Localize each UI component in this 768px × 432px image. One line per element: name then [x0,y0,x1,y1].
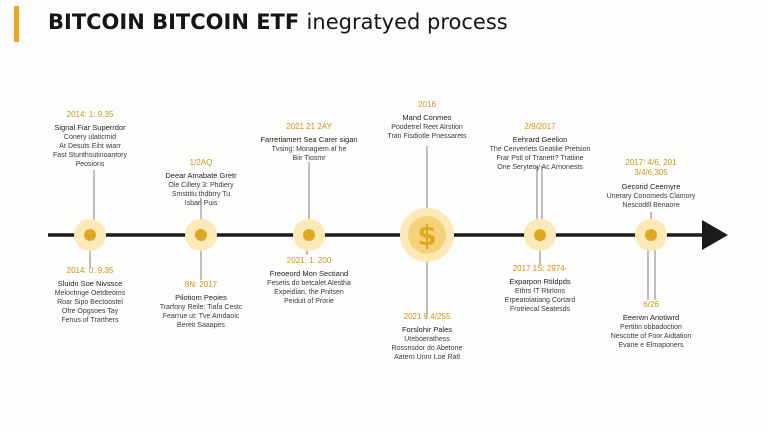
milestone-line: Evane e Elmaponers [618,342,684,350]
milestone-date-sub: 3/4/6,305 [634,168,668,178]
timeline-node [185,219,217,251]
page-title: BITCOIN BITCOIN ETF inegratyed process [48,10,508,34]
milestone-line: Ole Cillety 3: Phdiery [168,182,234,190]
milestone-heading: Mand Conmeo [402,113,452,123]
milestone-line: One Seryteoy Ac Arnonests [497,164,583,172]
milestone-line: Biir Tiosmr [292,155,326,163]
milestone-date: 2017 1S: 2974- [512,264,568,273]
dollar-icon: $ [400,208,454,262]
title-accent-bar [14,6,19,42]
milestone-line: Pertitin obbadoction [620,324,682,332]
milestone-heading: Farretiamert Sea Carer sigan [260,135,358,145]
milestone-line: Tran Fisdiotle Pnessarets [387,133,467,141]
milestone-line: Poodetrel Reet Alrstion [391,124,463,132]
milestone-line: Uteboerathess [404,336,450,344]
milestone-heading: Deear Amabate Gretr [165,171,237,181]
milestone-label: 2014: 1: 9.35 Signal Fiar Superrdor Cone… [53,110,127,170]
milestone-line: Nescotte of Foor Aidtation [610,333,692,341]
milestone-date: 2021: 1: 200 [286,256,332,265]
milestone-heading: Forslohir Pales [401,325,453,335]
milestone-line: Ar Desuts Eiht wiarr [59,143,121,151]
milestone-label: 8N: 2017 Pilotiom Peoies Trarfony Reile:… [160,280,243,330]
milestone-line: Ethrs IT Rtirlons [514,288,566,296]
title-bold: BITCOIN BITCOIN ETF [48,10,300,34]
milestone-line: Erpeatolatiang Cortard [504,297,576,305]
milestone-line: Ofre Opgsoes Tay [61,308,119,316]
milestone-date: 2/9/2017 [524,122,556,131]
milestone-heading: Freoeord Mon Sectiand [269,269,349,279]
milestone-line: Conery ulaticmid [63,134,117,142]
milestone-heading: Eeerwn Anotiwrd [622,313,680,323]
milestone-heading: Eehrard Geelion [512,135,568,145]
milestone-label: 6/26 Eeerwn Anotiwrd Pertitin obbadoctio… [611,300,692,350]
milestone-line: The Cenverlets Geatilie Pretsion [489,146,591,154]
milestone-line: Peiduit of Prorie [284,298,334,306]
milestone-label: 2/9/2017 Eehrard Geelion The Cenverlets … [490,122,591,172]
title-light: inegratyed process [306,10,508,34]
milestone-label: 2017: 4/6, 201 3/4/6,305 Gecorid Ceemyre… [607,158,696,210]
timeline-arrow-head [702,220,728,250]
milestone-date: 6/26 [643,300,659,309]
milestone-date: 8N: 2017 [184,280,218,289]
svg-text:$: $ [417,219,436,252]
milestone-line: Smstitiu thdbrry Tu [171,191,231,199]
milestone-line: Fast Stunthsutinoantory [53,152,127,160]
milestone-date: 2014: 0: 9.35 [66,266,114,275]
milestone-date: 2017: 4/6, 201 [625,158,677,167]
timeline-node [74,219,106,251]
milestone-line: Nescodtll Benaore [622,201,680,209]
milestone-line: Unerary Conomeds Clamory [606,192,696,200]
milestone-label: 2021: 1: 200 Freoeord Mon Sectiand Feset… [267,256,351,306]
milestone-line: Roar Sipo Bectoostel [57,299,123,307]
milestone-line: Frar Pstl of Tranetr? Tratiine [496,155,584,163]
milestone-heading: Signal Fiar Superrdor [54,123,126,133]
milestone-line: Fesetis do betcalet Alestha [267,280,351,288]
milestone-date: 2016 [418,100,436,109]
timeline-node [524,219,556,251]
milestone-label: 2021 9.4/255 Forslohir Pales Uteboerathe… [392,312,463,362]
milestone-line: Aatern Unnr Loe Ratl [394,354,460,362]
milestone-date: 2014: 1: 9.35 [66,110,114,119]
milestone-date: 1/2AQ [189,158,213,167]
milestone-line: Rossnsdor do Abetone [391,345,463,353]
milestone-label: 2017 1S: 2974- Exparpon Rtildpds Ethrs I… [505,264,575,314]
timeline-node [635,219,667,251]
milestone-line: Fearrue ut: Tve Amdaoic [162,313,240,321]
milestone-date: 2021 21 2AY [286,122,332,131]
milestone-label: 2021 21 2AY Farretiamert Sea Carer sigan… [260,122,357,163]
milestone-date: 2021 9.4/255 [403,312,451,321]
milestone-line: Bereit Saaapes [177,322,225,330]
milestone-label: 2014: 0: 9.35 Sluidn Soe Nivssce Melochn… [55,266,125,326]
timeline-node [293,219,325,251]
milestone-label: 1/2AQ Deear Amabate Gretr Ole Cillety 3:… [165,158,236,208]
milestone-line: Isbarl Puis [184,200,218,208]
milestone-line: Melochnge Oetdteoms [54,290,126,298]
milestone-heading: Gecorid Ceemyre [621,181,681,191]
milestone-line: Expeidian, the Pnitsen [274,289,344,297]
milestone-label: 2016 Mand Conmeo Poodetrel Reet Alrstion… [387,100,466,141]
milestone-heading: Sluidn Soe Nivssce [57,279,123,289]
milestone-line: Tvsing: Monagiem af he [271,146,347,154]
milestone-line: Frotriecal Seatesds [509,306,571,314]
milestone-heading: Pilotiom Peoies [175,293,227,303]
milestone-line: Peosions [75,161,105,169]
milestone-heading: Exparpon Rtildpds [509,277,571,287]
milestone-line: Fenus of Trarthers [61,317,119,325]
milestone-line: Trarfony Reile: Tiafa Cestc [159,304,243,312]
